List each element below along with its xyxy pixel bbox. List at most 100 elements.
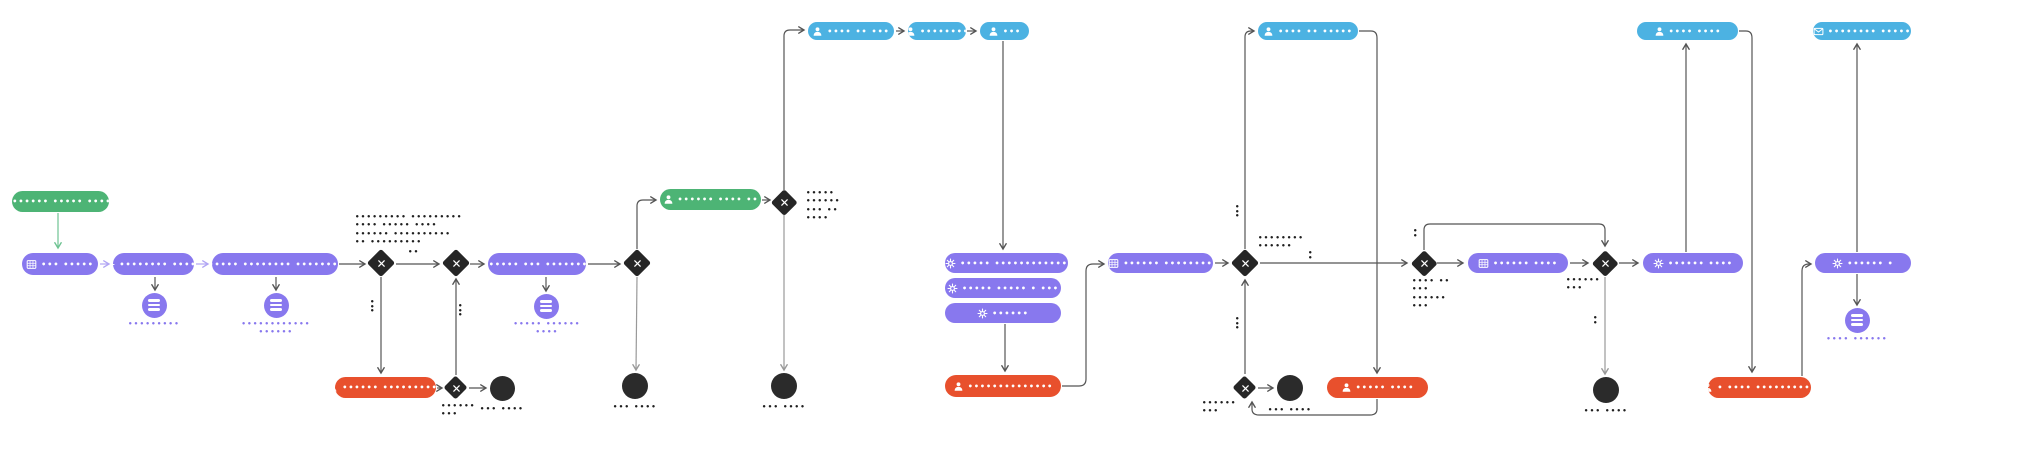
label-lbl-datastore-3: ••••• •••••• •••• bbox=[513, 320, 581, 337]
node-gateway-6[interactable] bbox=[1230, 248, 1260, 278]
task-label: •••••••• bbox=[920, 26, 966, 36]
gear-icon bbox=[977, 307, 988, 319]
person-icon bbox=[988, 26, 999, 37]
node-user-task-red-1[interactable]: •••••• •••••••••• bbox=[335, 377, 436, 398]
node-end-event-5[interactable] bbox=[1593, 377, 1619, 403]
list-bar bbox=[1851, 314, 1863, 317]
node-start-event-2[interactable]: •••••• •••• •• bbox=[660, 189, 761, 210]
node-user-task-blue-1[interactable]: •••• •• ••• bbox=[808, 22, 894, 40]
label-lbl-datastore-1: ••••••••• bbox=[128, 320, 180, 328]
person-icon bbox=[1341, 382, 1352, 393]
label-lbl-end-2: ••• •••• bbox=[612, 403, 658, 411]
node-user-task-red-2[interactable]: •••••••••••••• bbox=[945, 375, 1061, 397]
node-user-task-blue-3[interactable]: ••• bbox=[980, 22, 1029, 40]
node-data-store-4[interactable] bbox=[1844, 307, 1870, 333]
node-gateway-9[interactable] bbox=[1591, 249, 1619, 277]
node-service-task-5[interactable]: •••••• bbox=[945, 303, 1061, 323]
list-bar bbox=[148, 308, 160, 311]
person-icon bbox=[812, 26, 823, 37]
edge-usertask-red3-to-gateway8 bbox=[1248, 399, 1378, 416]
gear-icon bbox=[1653, 257, 1664, 269]
node-service-task-4[interactable]: ••••• ••••• • ••• bbox=[945, 278, 1061, 298]
node-table-task-2[interactable]: •••••• ••• •••••••••• bbox=[488, 253, 586, 275]
edge-usertask-red2-to-table3 bbox=[1062, 260, 1106, 387]
list-bar bbox=[1851, 318, 1863, 322]
task-label: •••••• • bbox=[1847, 258, 1894, 268]
task-label: ••••• •••• bbox=[1355, 383, 1415, 392]
node-gateway-5[interactable] bbox=[770, 188, 798, 216]
node-service-task-1[interactable]: •••••••• ••••• bbox=[113, 253, 194, 275]
node-end-event-2[interactable] bbox=[622, 373, 648, 399]
task-label: •••••• bbox=[992, 308, 1029, 318]
node-gateway-3[interactable] bbox=[443, 375, 469, 401]
task-label: ••• ••••• bbox=[41, 259, 94, 269]
node-data-store-3[interactable] bbox=[533, 293, 559, 319]
label-lbl-datastore-2: •••••••••••• •••••• bbox=[241, 320, 311, 337]
list-bar bbox=[270, 303, 282, 307]
task-label: •••••• ••• •••••••••• bbox=[488, 259, 586, 269]
node-service-task-2[interactable]: ••••• •••••••• •••••••••• bbox=[212, 253, 338, 275]
edge-usertask-red4-to-service7 bbox=[1801, 260, 1813, 376]
envelope-icon bbox=[1813, 26, 1824, 37]
node-end-event-1[interactable] bbox=[489, 375, 515, 401]
node-user-task-blue-5[interactable]: •••• •••• bbox=[1637, 22, 1738, 40]
task-label: •••••••• ••••• bbox=[119, 259, 194, 269]
x-icon bbox=[1412, 251, 1437, 276]
node-gateway-7[interactable] bbox=[1410, 249, 1438, 277]
node-table-task-3[interactable]: •••••• •••••••• bbox=[1108, 253, 1213, 273]
label-note-gateway-5: ••••• •••••• ••• •• •••• bbox=[806, 189, 841, 223]
edge-gateway6-to-blue4 bbox=[1244, 27, 1256, 249]
node-gateway-2[interactable] bbox=[441, 248, 471, 278]
node-gateway-1[interactable] bbox=[366, 248, 396, 278]
label-lbl-end-1: ••• •••• bbox=[479, 405, 525, 413]
node-end-event-4[interactable] bbox=[1277, 375, 1303, 401]
task-label: •••••••• ••••• bbox=[1827, 26, 1911, 36]
edge-gateway4-to-end2 bbox=[632, 276, 640, 372]
person-icon bbox=[953, 381, 964, 392]
x-icon bbox=[772, 190, 797, 215]
table-icon bbox=[26, 259, 37, 270]
node-table-task-1[interactable]: ••• ••••• bbox=[22, 253, 98, 275]
x-icon bbox=[1234, 377, 1257, 400]
task-label: ••••• •••••••••••• bbox=[960, 258, 1068, 268]
edge-gateway7-skip-to-gateway9 bbox=[1423, 223, 1609, 250]
node-data-store-2[interactable] bbox=[263, 292, 289, 318]
table-icon bbox=[1478, 258, 1489, 269]
person-icon bbox=[1263, 26, 1274, 37]
person-icon bbox=[908, 26, 916, 37]
node-user-task-red-3[interactable]: ••••• •••• bbox=[1327, 377, 1428, 398]
node-start-event-1[interactable]: •••••• ••••• •••••• bbox=[12, 191, 109, 212]
node-user-task-blue-4[interactable]: •••• •• ••••• bbox=[1258, 22, 1358, 40]
edge-gateway4-to-start2 bbox=[636, 196, 658, 249]
node-gateway-8[interactable] bbox=[1232, 375, 1258, 401]
list-bar bbox=[540, 309, 552, 312]
node-table-task-4[interactable]: •••••• •••• bbox=[1468, 253, 1568, 273]
node-data-store-1[interactable] bbox=[141, 292, 167, 318]
node-mail-task-blue-6[interactable]: •••••••• ••••• bbox=[1813, 22, 1911, 40]
label-note-gateway-7: •••• •• ••• •••••• ••• bbox=[1412, 277, 1451, 311]
x-icon bbox=[1593, 251, 1618, 276]
label-lbl-gw9-down: • • bbox=[1593, 314, 1598, 327]
node-gateway-4[interactable] bbox=[622, 248, 652, 278]
label-lbl-end-5: ••• •••• bbox=[1583, 407, 1629, 415]
task-label: •••••• ••••• •••••• bbox=[12, 197, 109, 206]
task-label: • •••• •••••••••• bbox=[1717, 383, 1811, 392]
person-icon bbox=[335, 382, 338, 393]
edge-gateway5-to-blue1 bbox=[783, 26, 806, 190]
task-label: •••••• •••••••• bbox=[1123, 258, 1213, 268]
task-label: ••• bbox=[1002, 26, 1022, 36]
list-bar bbox=[1851, 323, 1863, 326]
node-service-task-7[interactable]: •••••• • bbox=[1815, 253, 1911, 273]
label-lbl-gw3-up: • • • bbox=[458, 302, 463, 320]
label-lbl-end-3: ••• •••• bbox=[761, 403, 807, 411]
task-label: ••••• ••••• • ••• bbox=[962, 283, 1059, 293]
node-service-task-3[interactable]: ••••• •••••••••••• bbox=[945, 253, 1068, 273]
gear-icon bbox=[947, 282, 958, 294]
node-service-task-6[interactable]: •••••• •••• bbox=[1643, 253, 1743, 273]
gear-icon bbox=[945, 257, 956, 269]
node-user-task-blue-2[interactable]: •••••••• bbox=[908, 22, 966, 40]
node-user-task-red-4[interactable]: • •••• •••••••••• bbox=[1708, 377, 1811, 398]
node-end-event-3[interactable] bbox=[771, 373, 797, 399]
label-lbl-gw6-down: • • • bbox=[1235, 315, 1240, 333]
label-lbl-datastore-4: •••• •••••• bbox=[1826, 335, 1888, 343]
